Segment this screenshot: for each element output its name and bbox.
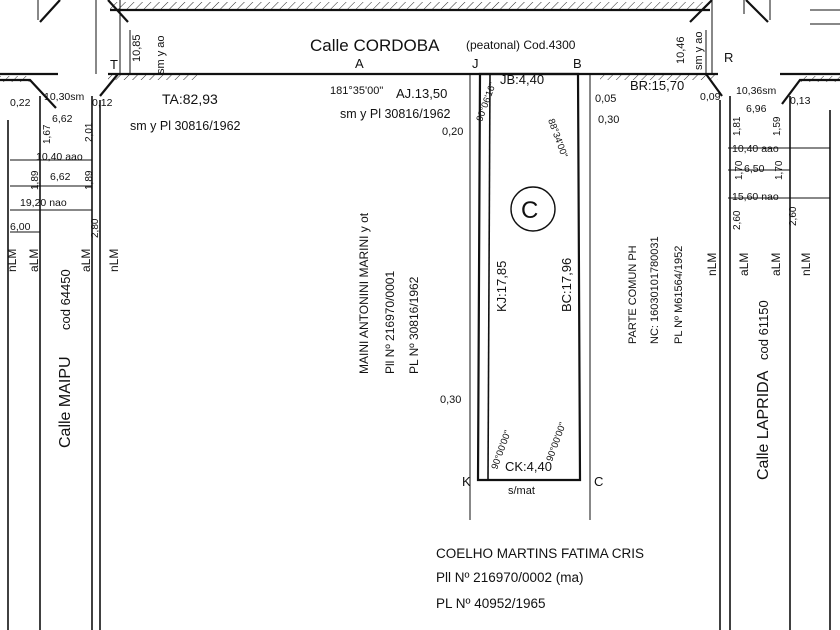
owner-west-1: MAINI ANTONINI MARINI y ot [357, 212, 371, 374]
parcel-c [476, 72, 582, 482]
left-662a: 6,62 [52, 113, 73, 125]
right-013: 0,13 [790, 95, 811, 107]
owner-south-1: COELHO MARTINS FATIMA CRIS [436, 546, 644, 561]
left-nlm2: nLM [107, 249, 121, 272]
dimension-lines [10, 30, 830, 520]
offset-b1: 0,05 [595, 93, 616, 105]
right-696: 6,96 [746, 103, 767, 115]
angle-j: 90°06'16" [474, 81, 498, 123]
offset-bottom: 0,30 [440, 394, 461, 406]
right-smya: sm y ao [693, 31, 705, 70]
left-012: 0,12 [92, 97, 113, 109]
jb-label: JB:4,40 [500, 72, 544, 87]
smat-label: s/mat [508, 485, 535, 497]
left-201: 2,01 [84, 122, 95, 142]
owner-east-3: PL Nº M61564/1952 [673, 246, 685, 344]
ck-label: CK:4,40 [505, 459, 552, 474]
point-c: C [594, 474, 603, 489]
left-smya: sm y ao [155, 35, 167, 74]
aj-ref: sm y Pl 30816/1962 [340, 107, 451, 121]
right-alm: aLM [737, 253, 751, 276]
right-1040: 10,40 aao [732, 143, 779, 155]
street-maipu-code: cod 64450 [58, 269, 73, 330]
right-1560: 15,60 nao [732, 191, 779, 203]
aj-label: AJ.13,50 [396, 86, 447, 101]
owner-south-2: Pll Nº 216970/0002 (ma) [436, 570, 584, 585]
left-alm2: aLM [79, 249, 93, 272]
point-t: T [110, 57, 118, 72]
street-laprida-code: cod 61150 [756, 300, 771, 360]
ta-ref: sm y Pl 30816/1962 [130, 119, 241, 133]
right-170a: 1,70 [734, 160, 745, 180]
br-label: BR:15,70 [630, 78, 684, 93]
right-650: 6,50 [744, 163, 765, 175]
angle-c: 90°00'00" [544, 421, 568, 463]
left-022: 0,22 [10, 97, 31, 109]
right-nlm1: nLM [705, 253, 719, 276]
point-j: J [472, 56, 479, 71]
point-k: K [462, 474, 471, 489]
owner-west-3: PL Nº 30816/1962 [407, 276, 421, 374]
owner-west-2: Pll Nº 216970/0001 [383, 271, 397, 374]
right-260b: 2,60 [788, 206, 799, 226]
street-maipu: Calle MAIPU [57, 356, 74, 448]
aj-angle: 181°35'00" [330, 85, 383, 97]
street-cordoba: Calle CORDOBA [310, 36, 440, 55]
offset-b2: 0,30 [598, 114, 619, 126]
right-009: 0,09 [700, 91, 721, 103]
left-1920: 19,20 nao [20, 197, 67, 209]
left-1040: 10,40 aao [36, 151, 83, 163]
right-159: 1,59 [772, 116, 783, 136]
right-nlm2: nLM [799, 253, 813, 276]
left-1030: 10,30sm [44, 91, 85, 103]
right-260a: 2,60 [732, 210, 743, 230]
left-600: 6,00 [10, 221, 31, 233]
right-1036: 10,36sm [736, 85, 777, 97]
left-280: 2,80 [90, 218, 101, 238]
bc-label: BC:17,96 [559, 258, 574, 312]
left-street-lines [7, 0, 121, 630]
top-block-lines [0, 2, 840, 80]
kj-label: KJ:17,85 [494, 261, 509, 312]
street-laprida: Calle LAPRIDA [755, 370, 772, 480]
right-181: 1,81 [732, 116, 743, 136]
right-1046: 10,46 [675, 36, 687, 64]
left-167: 1,67 [42, 124, 53, 144]
corner-chamfers [0, 0, 840, 109]
labels: Calle CORDOBA (peatonal) Cod.4300 T A J … [5, 31, 813, 611]
point-b: B [573, 56, 582, 71]
right-street-lines [711, 0, 840, 630]
owner-east-1: PARTE COMUN PH [627, 245, 639, 344]
parcel-label: C [521, 197, 538, 224]
ta-label: TA:82,93 [162, 91, 218, 107]
right-170b: 1,70 [774, 160, 785, 180]
left-189b: 1,89 [84, 170, 95, 190]
left-189a: 1,89 [30, 170, 41, 190]
left-662b: 6,62 [50, 171, 71, 183]
offset-top: 0,20 [442, 126, 463, 138]
right-alm2: aLM [769, 253, 783, 276]
owner-south-3: PL Nº 40952/1965 [436, 596, 546, 611]
point-a: A [355, 56, 364, 71]
point-r: R [724, 50, 733, 65]
street-cordoba-note: (peatonal) Cod.4300 [466, 38, 576, 52]
left-nlm1: nLM [5, 249, 19, 272]
left-alm: aLM [27, 249, 41, 272]
owner-east-2: NC: 16030101780031 [649, 236, 661, 344]
left-1085: 10,85 [131, 34, 143, 62]
angle-b: 88°34'00" [545, 117, 569, 159]
